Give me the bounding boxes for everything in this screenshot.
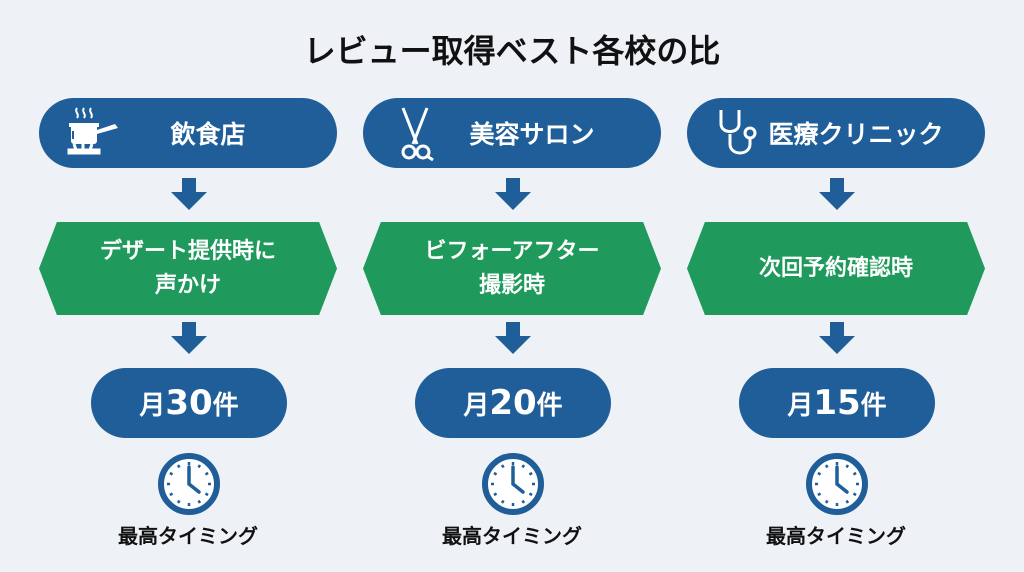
count-prefix: 月 [139,390,166,421]
clock-tick [852,471,857,476]
clock-tick [824,499,829,504]
timing-box: ビフォーアフター 撮影時 [363,222,661,315]
clock-icon [158,453,220,515]
count-suffix: 件 [212,390,239,421]
clock-tick [817,471,822,476]
count-prefix: 月 [463,390,490,421]
clock-tick [845,464,850,469]
clock-tick [521,499,526,504]
arrow-down-icon [819,322,855,354]
category-header: 医療クリニック [687,98,985,168]
arrow-down-icon [819,178,855,210]
clock-tick [204,471,209,476]
count-prefix: 月 [787,390,814,421]
category-label: 飲食店 [170,120,246,149]
clock-tick [500,499,505,504]
clock-tick [176,499,181,504]
clock-tick [845,499,850,504]
count-suffix: 件 [860,390,887,421]
count-value: 15 [813,383,861,423]
clock-tick [169,471,174,476]
category-label: 医療クリニック [768,120,944,149]
timing-line-1: デザート提供時に [99,238,276,264]
best-timing-label: 最高タイミング [442,524,582,548]
clock-icon [482,453,544,515]
count-suffix: 件 [536,390,563,421]
clock-tick [493,492,498,497]
clock-tick [852,492,857,497]
clock-tick [197,464,202,469]
category-header: 飲食店 [39,98,337,168]
count-value: 30 [165,383,213,423]
clock-tick [197,499,202,504]
timing-box: デザート提供時に 声かけ [39,222,337,315]
arrow-down-icon [171,178,207,210]
clock-icon [806,453,868,515]
clock-tick [500,464,505,469]
best-timing-label: 最高タイミング [118,524,258,548]
clock-tick [824,464,829,469]
category-label: 美容サロン [469,120,595,149]
category-header: 美容サロン [363,98,661,168]
timing-line-2: 声かけ [154,272,221,298]
clock-tick [521,464,526,469]
scissors-icon [401,107,434,162]
timing-line-1: ビフォーアフター [424,238,600,264]
arrow-down-icon [171,322,207,354]
arrow-down-icon [495,322,531,354]
clock-tick [493,471,498,476]
timing-line-2: 撮影時 [478,272,545,298]
cooking-pot-icon [67,107,118,155]
arrow-down-icon [495,178,531,210]
page-title: レビュー取得ベスト各校の比 [303,32,721,70]
clock-tick [176,464,181,469]
count-value: 20 [489,383,537,423]
clock-tick [528,492,533,497]
clock-tick [169,492,174,497]
clock-tick [204,492,209,497]
clock-tick [528,471,533,476]
clock-tick [817,492,822,497]
best-timing-label: 最高タイミング [766,524,906,548]
timing-box: 次回予約確認時 [687,222,985,315]
timing-line-1: 次回予約確認時 [758,255,913,281]
stethoscope-icon [719,110,757,155]
